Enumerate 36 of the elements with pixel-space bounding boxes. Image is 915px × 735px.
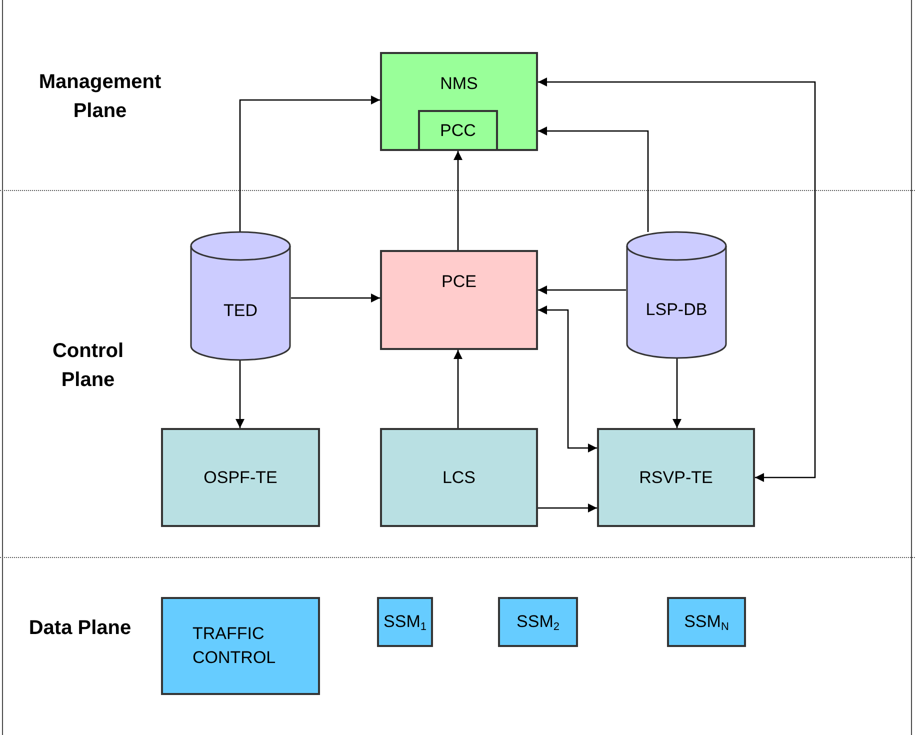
arrow <box>454 350 462 428</box>
arrow <box>538 78 816 482</box>
arrow <box>538 504 597 512</box>
node-label: LCS <box>442 466 476 488</box>
node-label: SSM$_{N}$ <box>684 611 729 634</box>
process-box <box>597 428 755 527</box>
plane-label: Control Plane <box>51 339 125 393</box>
arrow <box>454 151 462 250</box>
arrow <box>239 96 380 232</box>
arrow <box>538 306 597 452</box>
process-box <box>380 250 538 350</box>
node-label: NMS <box>440 73 478 95</box>
process-box <box>161 597 320 695</box>
process-box <box>377 597 433 647</box>
node-label: TED <box>224 300 258 322</box>
arrow <box>672 358 682 428</box>
process-box <box>667 597 746 647</box>
node-label: RSVP-TE <box>639 466 713 488</box>
arrow <box>236 360 244 428</box>
arrow <box>538 286 626 294</box>
arrow <box>538 126 649 232</box>
process-box <box>498 597 578 647</box>
process-box <box>161 428 320 527</box>
plane-label: Data Plane <box>28 616 132 641</box>
node-label: LSP-DB <box>646 299 708 321</box>
node-label: OSPF-TE <box>204 466 278 488</box>
node-label: SSM$_{1}$ <box>384 611 426 634</box>
node-label: SSM$_{2}$ <box>516 611 560 634</box>
process-box <box>380 428 538 527</box>
process-box <box>418 110 498 151</box>
node-label: TRAFFIC CONTROL <box>192 623 277 669</box>
process-box <box>380 52 538 151</box>
node-label: PCE <box>442 271 476 293</box>
node-label: PCC <box>440 120 476 142</box>
arrow <box>291 294 380 302</box>
plane-label: Management Plane <box>38 70 162 124</box>
